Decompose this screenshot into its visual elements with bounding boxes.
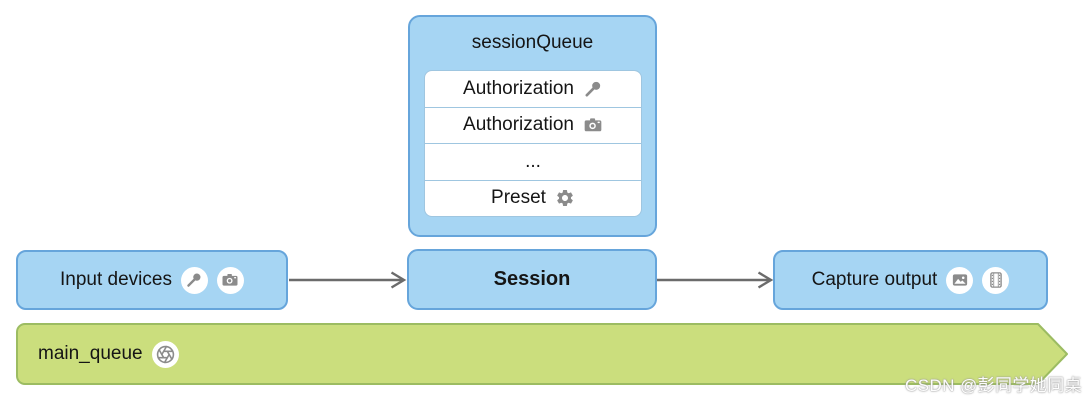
session-queue-box: sessionQueue Authorization Authorization… [408, 15, 657, 237]
input-devices-node: Input devices [16, 250, 288, 310]
main-queue-label-group: main_queue [38, 323, 179, 385]
capture-output-node: Capture output [773, 250, 1048, 310]
node-label: Session [493, 268, 571, 290]
row-label: Authorization [463, 114, 574, 136]
csdn-watermark: CSDN @彭同学她同桌 [905, 376, 1082, 395]
row-label: Preset [491, 187, 546, 209]
node-label: Capture output [811, 269, 938, 290]
camera-icon [583, 115, 603, 135]
row-label: Authorization [463, 77, 574, 99]
photo-icon [946, 266, 974, 294]
main-queue-banner: main_queue [16, 323, 1068, 385]
row-ellipsis: ... [425, 144, 641, 181]
session-node: Session [407, 249, 657, 310]
gear-icon [555, 188, 575, 208]
node-label: Input devices [60, 269, 172, 290]
main-queue-shape [16, 323, 1068, 385]
camera-icon [216, 266, 244, 294]
row-authorization-camera: Authorization [425, 108, 641, 144]
aperture-icon [151, 340, 179, 368]
session-queue-title: sessionQueue [471, 32, 594, 53]
session-queue-list: Authorization Authorization ... Preset [424, 70, 642, 217]
film-strip-icon [982, 266, 1010, 294]
microphone-icon [180, 266, 208, 294]
row-authorization-mic: Authorization [425, 71, 641, 108]
arrow-input-to-session [289, 271, 407, 289]
row-label: ... [525, 150, 541, 172]
arrow-session-to-output [656, 271, 774, 289]
row-preset: Preset [425, 181, 641, 217]
microphone-icon [583, 79, 603, 99]
main-queue-label: main_queue [38, 343, 143, 364]
